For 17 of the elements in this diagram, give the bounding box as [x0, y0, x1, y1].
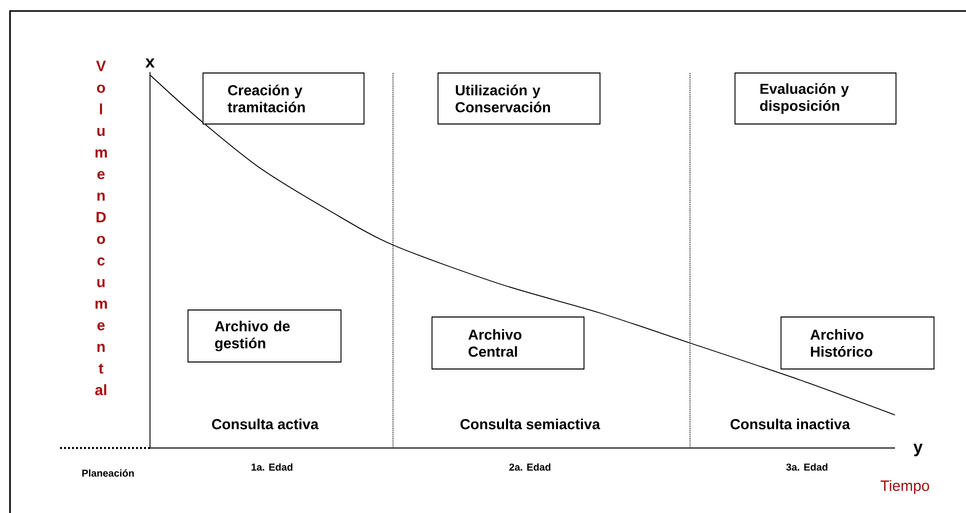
age-label: 3a. Edad: [786, 463, 828, 471]
axis-title: Tiempo: [880, 480, 930, 494]
phase-label: Consulta inactiva: [730, 418, 850, 430]
axis-title: Volumen Documental: [95, 60, 107, 396]
age-label: Planeación: [82, 469, 134, 477]
stage-box: Archivo Central: [432, 316, 584, 370]
stage-box: Archivo de gestión: [188, 310, 342, 362]
phase-label: Consulta semiactiva: [460, 418, 600, 430]
stage-box: Archivo Histórico: [780, 316, 934, 370]
stage-box: Utilización y Conservación: [438, 72, 600, 124]
age-label: 2a. Edad: [509, 463, 550, 471]
stage-box: Evaluación y disposición: [734, 72, 896, 124]
axis-label: x: [145, 58, 155, 68]
phase-label: Consulta activa: [212, 418, 319, 430]
axis-label: y: [913, 444, 923, 456]
stage-box: Creación y tramitación: [202, 72, 364, 124]
age-label: 1a. Edad: [252, 463, 292, 471]
